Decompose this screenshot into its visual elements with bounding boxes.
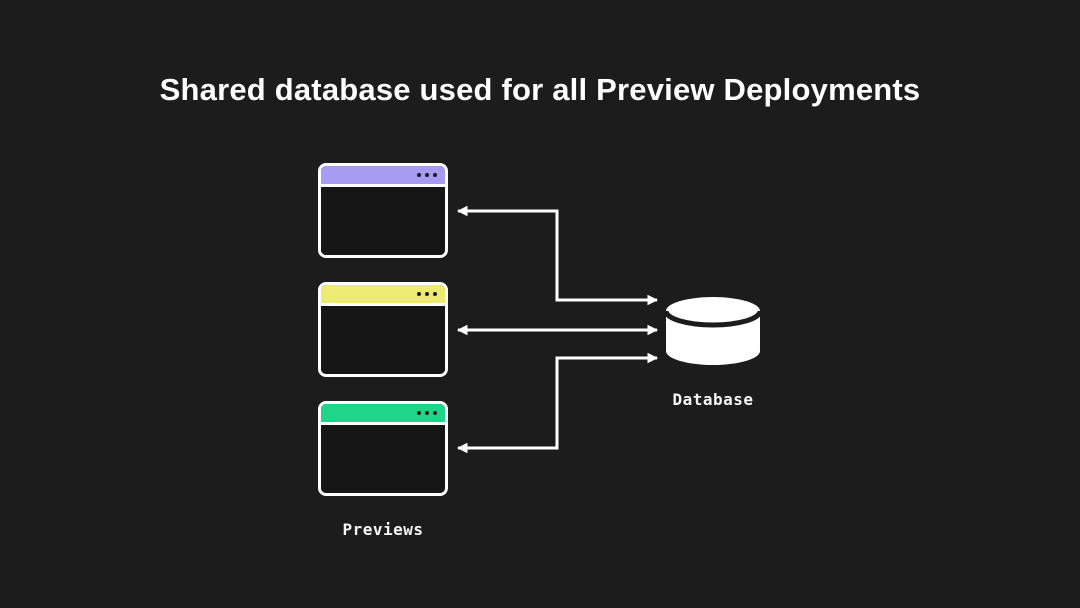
preview-window-1 <box>318 163 448 258</box>
database-icon <box>663 297 763 365</box>
connector-arrow-top <box>456 205 659 306</box>
window-dots-icon <box>416 172 437 178</box>
window-body <box>321 425 445 493</box>
connector-arrow-bottom <box>456 352 659 454</box>
window-body <box>321 306 445 374</box>
window-titlebar <box>321 404 445 425</box>
window-body <box>321 187 445 255</box>
window-titlebar <box>321 285 445 306</box>
window-dots-icon <box>416 291 437 297</box>
window-titlebar <box>321 166 445 187</box>
preview-window-3 <box>318 401 448 496</box>
database-label: Database <box>672 390 754 409</box>
window-dots-icon <box>416 410 437 416</box>
preview-window-2 <box>318 282 448 377</box>
page-title: Shared database used for all Preview Dep… <box>159 72 921 107</box>
previews-label: Previews <box>342 520 424 539</box>
